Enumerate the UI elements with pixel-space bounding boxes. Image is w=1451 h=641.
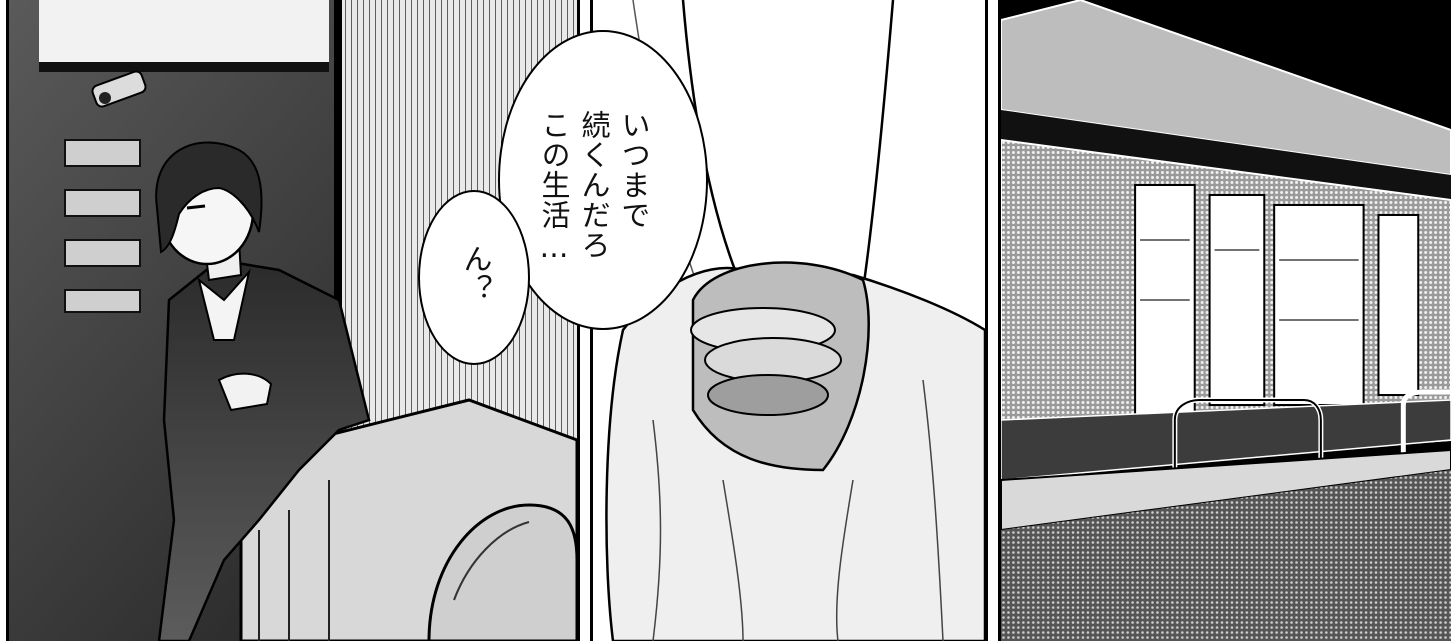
woman-in-suit xyxy=(155,141,371,641)
panel-3-art xyxy=(1001,0,1451,641)
wall-bricks xyxy=(64,139,141,313)
panel-convenience-store xyxy=(998,0,1451,641)
store-roof xyxy=(1001,0,1451,177)
speech-text-main: いつまで 続くんだろ この生活… xyxy=(537,110,651,265)
speech-text-small: ん？ xyxy=(459,244,493,304)
security-camera-icon xyxy=(91,70,147,108)
speech-balloon-small: ん？ xyxy=(418,190,530,365)
child-head xyxy=(427,503,577,641)
food-containers xyxy=(690,307,842,416)
speech-balloon-main: いつまで 続くんだろ この生活… xyxy=(498,30,708,330)
sidewalk xyxy=(1001,448,1451,532)
ceiling-light xyxy=(39,0,329,70)
bag-folds xyxy=(652,379,944,641)
store-base xyxy=(1001,399,1451,481)
road xyxy=(1001,470,1451,641)
